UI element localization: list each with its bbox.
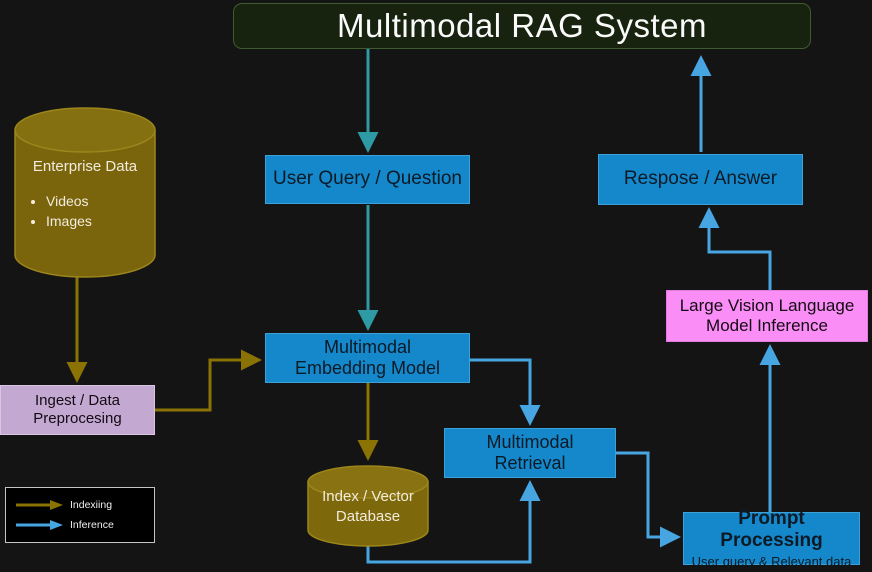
prompt-processing-sublabel: User query & Relevant data xyxy=(691,553,852,569)
prompt-processing-label: Prompt Processing xyxy=(720,507,823,552)
user-query-node: User Query / Question xyxy=(265,155,470,204)
arrow-retrieval-to-prompt xyxy=(616,451,681,548)
index-cylinder-shape xyxy=(307,465,429,547)
ingest-preprocessing-label: Ingest / Data Preprocesing xyxy=(33,392,122,427)
legend-item-indexing: Indexiing xyxy=(14,499,154,511)
arrow-indexdb-to-retrieval xyxy=(366,480,541,564)
inference-arrow-icon xyxy=(16,520,63,530)
enterprise-cylinder-shape xyxy=(14,107,156,278)
enterprise-item-images: Images xyxy=(46,211,148,231)
arrow-lvlm-to-response xyxy=(698,207,772,290)
user-query-label: User Query / Question xyxy=(272,168,463,190)
arrow-ingest-to-embedding xyxy=(155,349,262,412)
index-vector-db-label: Index / Vector Database xyxy=(322,488,414,526)
index-vector-db-store: Index / Vector Database xyxy=(310,487,426,528)
enterprise-item-videos: Videos xyxy=(46,191,148,211)
arrow-embedding-to-retrieval xyxy=(470,358,541,426)
embedding-model-label: Multimodal Embedding Model xyxy=(294,336,441,378)
enterprise-data-items: Videos Images xyxy=(46,191,148,232)
enterprise-data-label: Enterprise Data xyxy=(32,158,138,175)
retrieval-node: Multimodal Retrieval xyxy=(444,428,616,478)
legend-indexing-label: Indexiing xyxy=(70,499,113,511)
retrieval-label: Multimodal Retrieval xyxy=(486,431,574,473)
enterprise-data-store: Enterprise Data Videos Images xyxy=(22,158,148,232)
legend: Indexiing Inference xyxy=(5,487,155,543)
diagram-title: Multimodal RAG System xyxy=(337,6,707,44)
prompt-processing-node: Prompt Processing User query & Relevant … xyxy=(683,508,860,569)
ingest-preprocessing-node: Ingest / Data Preprocesing xyxy=(0,385,155,435)
legend-item-inference: Inference xyxy=(14,519,154,531)
title-node: Multimodal RAG System xyxy=(233,3,811,49)
indexing-arrow-icon xyxy=(16,500,63,510)
lvlm-inference-label: Large Vision Language Model Inference xyxy=(679,295,855,335)
embedding-model-node: Multimodal Embedding Model xyxy=(265,333,470,383)
response-label: Respose / Answer xyxy=(623,168,778,190)
lvlm-inference-node: Large Vision Language Model Inference xyxy=(666,290,868,342)
legend-inference-label: Inference xyxy=(70,519,114,531)
response-node: Respose / Answer xyxy=(598,154,803,205)
